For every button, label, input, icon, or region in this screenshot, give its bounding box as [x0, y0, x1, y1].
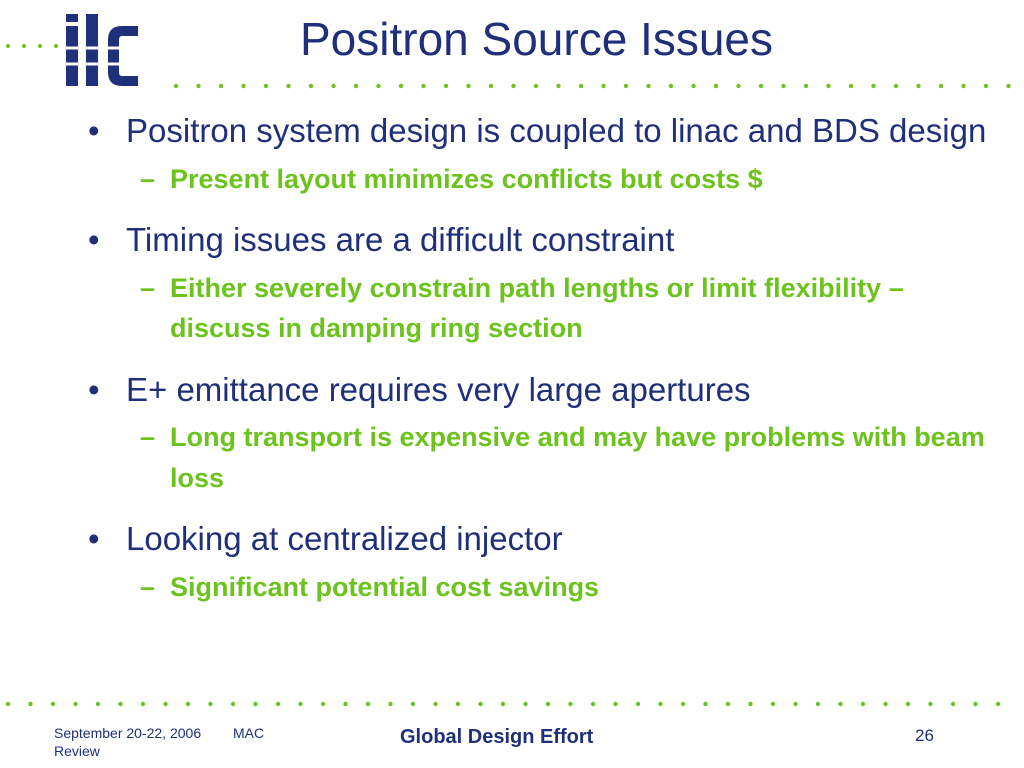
sub-bullet: – Significant potential cost savings: [88, 567, 988, 608]
footer-dotted-rule: [5, 701, 1001, 707]
sub-bullet: – Present layout minimizes conflicts but…: [88, 159, 988, 200]
bullet-item-2: • Timing issues are a difficult constrai…: [88, 221, 988, 349]
footer-event: MAC Review: [54, 725, 265, 760]
footer-organization: Global Design Effort: [400, 726, 594, 748]
sub-bullet-dash: –: [140, 163, 156, 194]
footer-date: September 20-22, 2006: [54, 725, 202, 741]
ilc-logo: [62, 14, 142, 86]
sub-bullet-dash: –: [140, 272, 156, 303]
sub-bullet-dash: –: [140, 571, 156, 602]
header-dotted-rule-upper: [6, 44, 58, 48]
sub-bullet-text: Significant potential cost savings: [170, 571, 600, 602]
bullet-list: • Positron system design is coupled to l…: [88, 112, 988, 629]
sub-bullet-dash: –: [140, 422, 156, 453]
sub-bullet-text: Present layout minimizes conflicts but c…: [170, 163, 763, 194]
bullet-text: E+ emittance requires very large apertur…: [126, 370, 751, 408]
sub-bullet-text: Either severely constrain path lengths o…: [170, 272, 904, 344]
header-dotted-rule: [173, 83, 1011, 89]
bullet-text: Looking at centralized injector: [126, 520, 563, 558]
bullet-dot: •: [88, 112, 100, 149]
bullet-dot: •: [88, 520, 100, 558]
sub-bullet: – Either severely constrain path lengths…: [88, 268, 988, 349]
bullet-item-3: • E+ emittance requires very large apert…: [88, 371, 988, 499]
slide-title: Positron Source Issues: [300, 13, 774, 65]
bullet-dot: •: [88, 221, 100, 259]
bullet-text: Positron system design is coupled to lin…: [126, 112, 987, 149]
sub-bullet-text: Long transport is expensive and may have…: [170, 422, 985, 493]
footer-meeting-info: September 20-22, 2006 MAC Review: [54, 724, 304, 760]
bullet-item-1: • Positron system design is coupled to l…: [88, 112, 988, 199]
page-number: 26: [915, 726, 934, 745]
sub-bullet: – Long transport is expensive and may ha…: [88, 417, 988, 498]
bullet-text: Timing issues are a difficult constraint: [126, 221, 675, 259]
bullet-dot: •: [88, 370, 100, 408]
bullet-item-4: • Looking at centralized injector – Sign…: [88, 520, 988, 607]
